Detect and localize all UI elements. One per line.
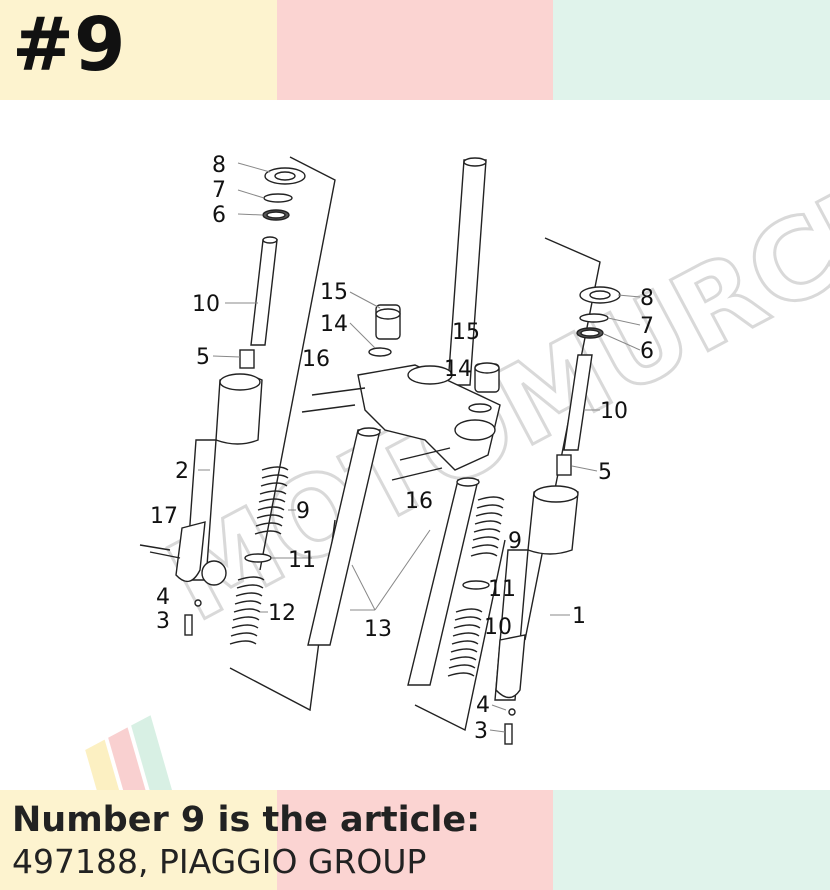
label-11-left: 11 (288, 548, 316, 573)
label-13: 13 (364, 617, 392, 642)
part-16-bolt-b (301, 404, 356, 413)
left-leader-box (259, 156, 336, 571)
footer-band (0, 790, 830, 890)
label-3-right: 3 (474, 719, 488, 744)
label-14-right: 14 (444, 357, 472, 382)
label-16-top: 16 (302, 347, 330, 372)
header-band (0, 0, 830, 100)
part-17-left-screw-b (149, 551, 181, 559)
part-14-left-ring (368, 347, 392, 357)
label-7-right: 7 (640, 314, 654, 339)
label-9-left: 9 (296, 499, 310, 524)
label-4-right: 4 (476, 693, 490, 718)
part-16-bolt-a (311, 387, 366, 396)
part-12-left-spring (229, 576, 265, 645)
label-6-right: 6 (640, 339, 654, 364)
part-5-right-bush (556, 454, 572, 476)
label-9-right: 9 (508, 529, 522, 554)
part-16-bolt-c (399, 447, 451, 461)
label-10-right-spring: 10 (484, 615, 512, 640)
label-5-right: 5 (598, 460, 612, 485)
part-3-right-bolt (504, 723, 513, 745)
left-axle-boss (201, 560, 227, 586)
part-9-right-spring (470, 496, 505, 557)
right-lower-leader (414, 539, 506, 732)
left-axle-lug (175, 521, 206, 583)
label-5-left: 5 (196, 345, 210, 370)
bridge-right-clamp (454, 419, 496, 441)
label-8-left: 8 (212, 153, 226, 178)
part-11-right-washer (462, 580, 490, 590)
part-4-right-washer (508, 708, 516, 716)
part-9-left-spring (254, 466, 289, 535)
part-14-right-ring (468, 403, 492, 413)
label-15-left: 15 (320, 280, 348, 305)
footer-yellow-block (0, 790, 277, 890)
label-4-left: 4 (156, 585, 170, 610)
header-pink-block (276, 0, 554, 100)
part-10-left-tube (250, 239, 278, 346)
footer-green-block (553, 790, 830, 890)
part-13-stanchion-upper (447, 159, 487, 386)
footer-pink-block (276, 790, 554, 890)
label-10-left: 10 (192, 292, 220, 317)
label-11-right: 11 (488, 577, 516, 602)
watermark: MOTOMURCIA (85, 127, 830, 790)
part-11-left-washer (244, 553, 272, 563)
label-16-bottom: 16 (405, 489, 433, 514)
part-16-bolt-d (391, 467, 443, 481)
callout-labels: 8 7 6 10 5 2 17 4 3 9 11 12 15 14 16 15 … (150, 153, 654, 744)
label-2: 2 (175, 459, 189, 484)
right-axle-lug (495, 634, 526, 699)
label-17: 17 (150, 504, 178, 529)
label-10-right-tube: 10 (600, 399, 628, 424)
header-green-block (553, 0, 830, 100)
part-number-heading: #9 (12, 2, 126, 88)
header-yellow-block (0, 0, 277, 100)
label-3-left: 3 (156, 609, 170, 634)
label-6-left: 6 (212, 203, 226, 228)
label-7-left: 7 (212, 178, 226, 203)
exploded-fork-diagram: MOTOMURCIA (85, 127, 830, 790)
article-caption: Number 9 is the article: (12, 800, 481, 840)
part-4-left-washer (194, 599, 202, 607)
part-17-left-screw-a (139, 544, 171, 551)
label-1: 1 (572, 604, 586, 629)
part-7-right-ring (579, 313, 609, 323)
part-5-left-bush (239, 349, 255, 369)
leader-lines (198, 162, 641, 733)
label-12: 12 (268, 601, 296, 626)
article-code: 497188, PIAGGIO GROUP (12, 842, 427, 881)
label-15-right: 15 (452, 320, 480, 345)
bridge-stem-boss (407, 365, 453, 385)
label-8-right: 8 (640, 286, 654, 311)
part-3-left-bolt (184, 614, 193, 636)
part-7-left-ring (263, 193, 293, 203)
part-10-right-tube (563, 354, 593, 451)
part-10-right-spring (447, 608, 483, 677)
label-14-left: 14 (320, 312, 348, 337)
